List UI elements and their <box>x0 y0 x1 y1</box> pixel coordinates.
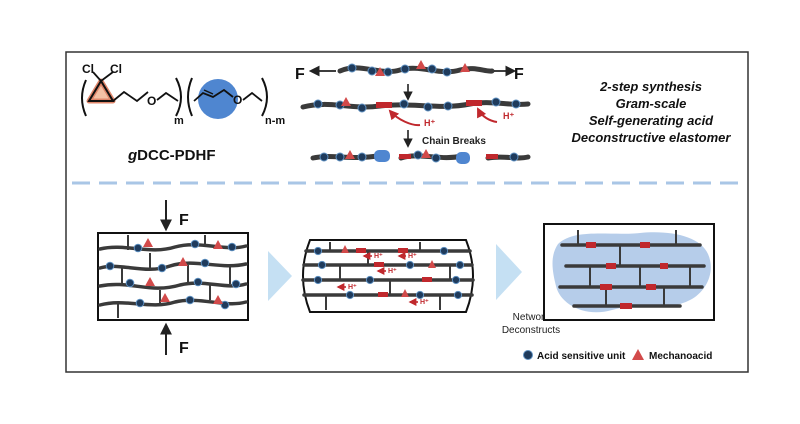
deconstruct-label-line2: Deconstructs <box>502 325 560 336</box>
feature-item: Gram-scale <box>616 96 687 111</box>
svg-text:H⁺: H⁺ <box>348 284 357 291</box>
middle-mechanoacid <box>341 97 351 106</box>
svg-text:H⁺: H⁺ <box>408 253 417 260</box>
network-2-mechanoacids <box>341 245 436 297</box>
network-1-acid-units <box>105 239 241 310</box>
red-segment-2 <box>466 100 482 106</box>
network-3-red-segments <box>586 242 668 309</box>
legend: Acid sensitive unit Mechanoacid <box>523 349 712 362</box>
alkyl-chain-1 <box>112 90 149 103</box>
transition-arrow-2 <box>496 244 522 300</box>
cyclopropane-ring <box>87 79 115 102</box>
network-1-chains <box>98 242 248 307</box>
acid-cloud <box>552 232 711 313</box>
network-stage-3 <box>543 223 715 321</box>
network-3-crosslinks <box>577 230 691 306</box>
oxygen-label-1: O <box>147 94 156 108</box>
proton-label-1: H⁺ <box>424 118 435 128</box>
svg-text:H⁺: H⁺ <box>374 253 383 260</box>
subscript-m: m <box>174 115 184 127</box>
force-label-left: F <box>295 66 305 83</box>
network-1-mechanoacids <box>143 238 223 304</box>
left-bracket-paren-2 <box>187 77 193 117</box>
acid-unit-legend-icon <box>523 350 533 360</box>
network-2-red-segments <box>356 248 432 297</box>
network-2-proton-arrows <box>336 252 418 306</box>
force-label-right: F <box>514 66 524 83</box>
transition-arrow-1 <box>268 251 292 301</box>
right-bracket-paren-nm <box>261 77 268 117</box>
network-2-acid-units <box>313 246 465 300</box>
proton-arrow-2 <box>477 107 498 123</box>
legend-mechanoacid: Mechanoacid <box>649 351 712 362</box>
network-1-crosslinks <box>117 235 231 318</box>
proton-arrow-1 <box>388 109 421 127</box>
chlorine-label-1: Cl <box>82 62 94 76</box>
red-segment-1 <box>376 102 392 108</box>
molecule-structure: Cl Cl O m O n-m <box>81 62 285 127</box>
network-stage-2: H⁺ H⁺ H⁺ H⁺ H⁺ <box>301 239 475 313</box>
chlorine-label-2: Cl <box>110 62 122 76</box>
svg-text:H⁺: H⁺ <box>388 268 397 275</box>
mechanism-panel: F F H⁺ H⁺ Chain Breaks <box>295 60 531 164</box>
feature-item: Self-generating acid <box>589 113 714 128</box>
feature-list: 2-step synthesis Gram-scale Self-generat… <box>572 79 732 145</box>
fragment-1-blob <box>374 150 390 162</box>
right-bracket-paren-m <box>175 77 182 117</box>
feature-item: Deconstructive elastomer <box>572 130 732 145</box>
chain-breaks-label: Chain Breaks <box>422 136 486 147</box>
subscript-n-m: n-m <box>265 115 285 127</box>
force-label-bottom: F <box>179 340 189 357</box>
fragment-2-blob <box>456 152 470 164</box>
network-stage-1: F F <box>97 200 249 357</box>
mechanoacid-legend-icon <box>632 349 644 360</box>
svg-text:H⁺: H⁺ <box>420 299 429 306</box>
force-label-top: F <box>179 212 189 229</box>
acid-sensitive-blob <box>198 79 238 119</box>
vinyl-ether-chain <box>193 88 234 102</box>
top-chain-acid-units <box>347 63 452 77</box>
legend-acid-unit: Acid sensitive unit <box>537 351 626 362</box>
oxygen-label-2: O <box>233 93 242 107</box>
left-bracket-paren <box>81 79 87 117</box>
middle-chain-acid-units <box>313 97 521 113</box>
deconstruct-label-line1: Network <box>513 312 551 323</box>
proton-label-2: H⁺ <box>503 111 514 121</box>
polymer-name: gDCC-PDHF <box>127 147 216 164</box>
top-chain-mechanoacids <box>375 60 470 76</box>
feature-item: 2-step synthesis <box>599 79 702 94</box>
network-2-proton-labels: H⁺ H⁺ H⁺ H⁺ H⁺ <box>348 253 429 306</box>
